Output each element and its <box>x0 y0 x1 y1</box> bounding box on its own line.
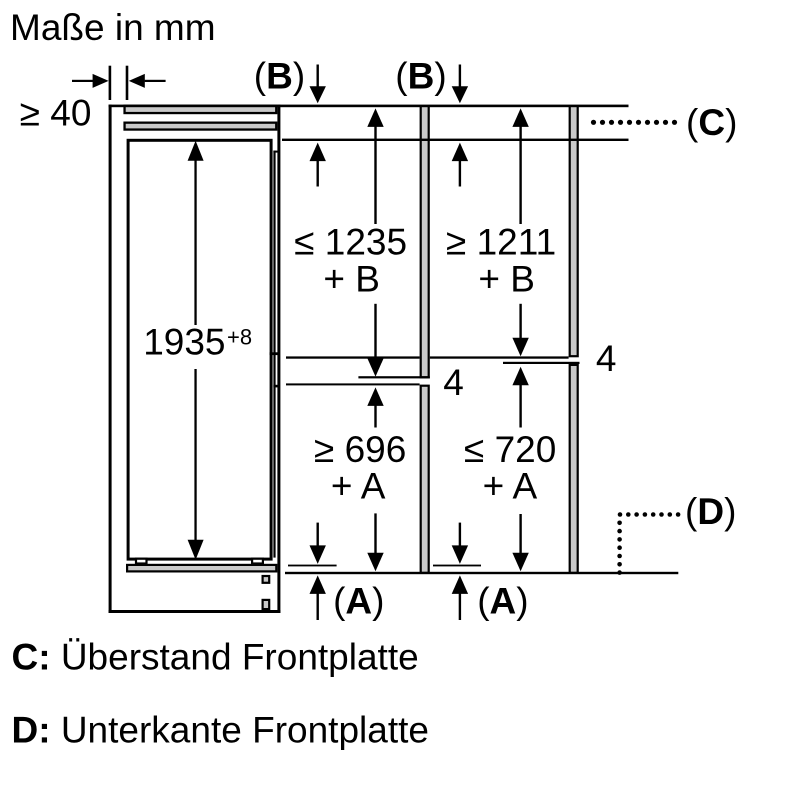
svg-text:Maße in mm: Maße in mm <box>10 7 216 48</box>
svg-text:C: Überstand Frontplatte: C: Überstand Frontplatte <box>12 637 419 678</box>
svg-text:≥ 696: ≥ 696 <box>314 429 406 470</box>
svg-text:≥ 40: ≥ 40 <box>20 93 92 134</box>
svg-text:(B): (B) <box>254 55 305 96</box>
svg-text:(B): (B) <box>395 55 446 96</box>
svg-text:+ B: + B <box>323 258 380 299</box>
svg-text:≤ 1235: ≤ 1235 <box>294 221 407 262</box>
svg-text:D: Unterkante Frontplatte: D: Unterkante Frontplatte <box>12 709 429 750</box>
svg-text:+ A: + A <box>483 465 538 506</box>
svg-text:+ B: + B <box>478 258 535 299</box>
svg-text:(A): (A) <box>477 580 528 621</box>
svg-text:(A): (A) <box>333 580 384 621</box>
svg-text:(C): (C) <box>686 102 737 143</box>
svg-text:≤ 720: ≤ 720 <box>464 429 556 470</box>
svg-text:4: 4 <box>596 338 617 379</box>
svg-text:+8: +8 <box>227 324 252 349</box>
svg-text:+ A: + A <box>331 465 386 506</box>
svg-text:4: 4 <box>443 362 464 403</box>
svg-text:≥ 1211: ≥ 1211 <box>446 221 556 262</box>
svg-text:1935: 1935 <box>143 322 225 363</box>
svg-text:(D): (D) <box>685 491 736 532</box>
